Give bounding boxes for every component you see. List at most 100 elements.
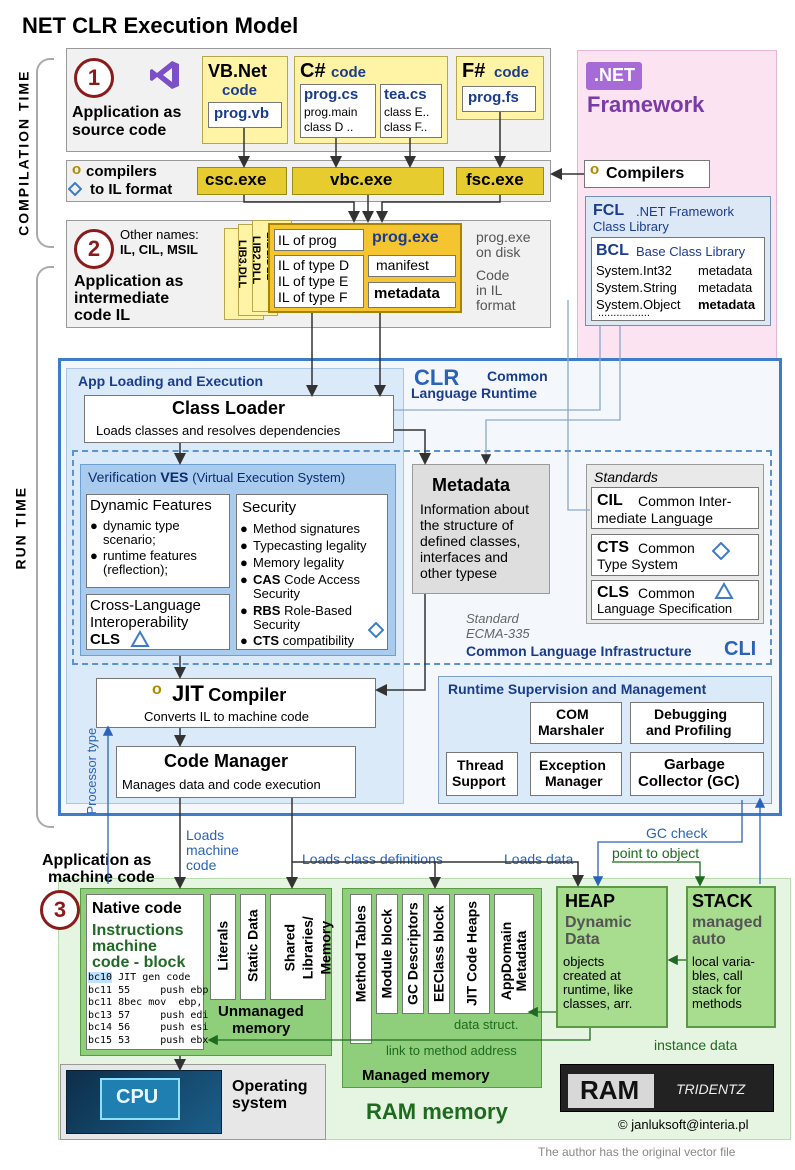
security-title: Security bbox=[242, 499, 297, 516]
sec-cts-text: compatibility bbox=[282, 633, 355, 648]
compilers-legend-1: compilers bbox=[86, 163, 157, 180]
disk-note-1: prog.exe bbox=[476, 229, 531, 245]
fcl-subtitle: .NET Framework bbox=[636, 204, 734, 219]
stack-desc-3: stack for bbox=[692, 982, 742, 997]
dynamic-bullet-2: ● bbox=[90, 548, 98, 563]
asm-code: 55 push ebp bbox=[118, 984, 209, 996]
heap-sub1: Dynamic bbox=[565, 914, 632, 931]
exception-1: Exception bbox=[539, 757, 606, 773]
prog-exe-name: prog.exe bbox=[372, 229, 439, 246]
stack-desc-2: bles, call bbox=[692, 968, 743, 983]
asm-row: bc10 JIT gen code bbox=[88, 972, 208, 985]
sec-item-3: Memory legality bbox=[253, 555, 345, 570]
stack-sub1: managed bbox=[692, 914, 763, 931]
jit-title-2: Compiler bbox=[208, 685, 287, 705]
managed-col bbox=[454, 894, 490, 1014]
dynamic-item-3: runtime features bbox=[103, 548, 197, 563]
managed-col bbox=[350, 894, 372, 1044]
com-2: Marshaler bbox=[538, 722, 605, 738]
cs-file2-line1: class E.. bbox=[384, 105, 430, 119]
cross-abbr: CLS bbox=[90, 631, 120, 648]
os-label-2: system bbox=[232, 1095, 288, 1112]
cross-title-1: Cross-Language bbox=[90, 597, 201, 614]
jit-compiler-box[interactable] bbox=[96, 678, 376, 728]
thread-2: Support bbox=[452, 773, 506, 789]
ves-title: Verification VES (Virtual Execution Syst… bbox=[88, 469, 345, 485]
jit-title-1: JIT bbox=[172, 681, 204, 706]
shared-libs-col bbox=[270, 894, 326, 1000]
cts-l1: Common bbox=[638, 540, 695, 556]
managed-col-label: JIT Code Heaps bbox=[463, 900, 480, 1007]
cts-diamond-icon bbox=[711, 541, 731, 561]
source-caption-2: source code bbox=[72, 122, 167, 139]
cs-file1-box[interactable] bbox=[300, 84, 376, 138]
cts-box bbox=[591, 534, 759, 576]
clr-subtitle-1: Common bbox=[487, 368, 548, 384]
sec-rbs-text: Role-Based bbox=[284, 603, 353, 618]
dynamic-item-1: dynamic type bbox=[103, 518, 180, 533]
vbc-label: vbc.exe bbox=[330, 170, 393, 189]
bcl-row-3-type: System.Object bbox=[596, 297, 681, 312]
sec-item-1: Method signatures bbox=[253, 521, 360, 536]
fs-file-box[interactable] bbox=[462, 86, 536, 112]
managed-label: Managed memory bbox=[362, 1067, 490, 1084]
stack-box[interactable] bbox=[686, 886, 776, 1028]
il-type-e: IL of type E bbox=[278, 273, 349, 289]
cil-l1: Common Inter- bbox=[638, 493, 732, 509]
os-label-1: Operating bbox=[232, 1078, 308, 1095]
sec-cts-abbr: CTS bbox=[253, 633, 279, 648]
native-instr-3: code - block bbox=[92, 954, 186, 971]
exception-box bbox=[530, 752, 622, 796]
managed-col bbox=[376, 894, 398, 1014]
bcl-row-1-type: System.Int32 bbox=[596, 263, 672, 278]
il-caption-1: Application as bbox=[74, 273, 184, 290]
managed-col bbox=[494, 894, 534, 1014]
class-loader-title: Class Loader bbox=[172, 398, 286, 418]
sec-bullet-3: ● bbox=[240, 555, 248, 570]
cli-abbr: CLI bbox=[724, 638, 757, 660]
bcl-dots: ................. bbox=[598, 307, 650, 319]
asm-row: bc11 55 push ebp bbox=[88, 985, 208, 998]
heap-title: HEAP bbox=[565, 891, 616, 911]
compilation-time-label: COMPILATION TIME bbox=[15, 69, 32, 236]
com-1: COM bbox=[556, 706, 589, 722]
cs-file1-line1: prog.main bbox=[304, 105, 358, 119]
fs-sub: code bbox=[494, 64, 530, 81]
metadata-desc-4: interfaces and bbox=[420, 549, 508, 565]
cs-file2-box[interactable] bbox=[380, 84, 442, 138]
sec-cas-2: Security bbox=[253, 586, 300, 601]
sec-bullet-6: ● bbox=[240, 633, 248, 648]
ram-stick-label-bg bbox=[568, 1074, 654, 1108]
class-loader-box[interactable] bbox=[84, 395, 394, 443]
jit-desc: Converts IL to machine code bbox=[144, 709, 309, 724]
sec-cas-text: Code Access bbox=[284, 572, 360, 587]
asm-address: bc14 bbox=[88, 1022, 113, 1033]
asm-code: 53 push ebx bbox=[118, 1034, 209, 1046]
heap-sub2: Data bbox=[565, 931, 600, 948]
vb-file-box[interactable] bbox=[208, 102, 282, 128]
ecma-1: Standard bbox=[466, 611, 519, 626]
right-compilers-circle: o bbox=[590, 161, 600, 178]
standards-title: Standards bbox=[594, 469, 658, 485]
heap-desc-4: classes, arr. bbox=[563, 996, 633, 1011]
heap-desc-2: created at bbox=[563, 968, 621, 983]
asm-code: 57 push edi bbox=[118, 1009, 209, 1021]
debugging-box bbox=[630, 702, 764, 744]
ecma-2: ECMA-335 bbox=[466, 626, 530, 641]
fs-title: F# bbox=[462, 60, 486, 82]
gc-box bbox=[630, 752, 764, 796]
vbc-box[interactable] bbox=[292, 167, 444, 195]
code-manager-box[interactable] bbox=[116, 746, 356, 798]
unmanaged-label-2: memory bbox=[232, 1020, 291, 1037]
code-manager-desc: Manages data and code execution bbox=[122, 777, 321, 792]
debug-1: Debugging bbox=[654, 706, 728, 722]
loads-data: Loads data bbox=[504, 851, 574, 867]
heap-box[interactable] bbox=[556, 886, 668, 1028]
cs-title: C# bbox=[300, 60, 326, 82]
bcl-subtitle: Base Class Library bbox=[636, 244, 746, 259]
machine-caption-1: Application as bbox=[42, 852, 152, 869]
cs-file2-line2: class F.. bbox=[384, 120, 428, 134]
cpu-label: CPU bbox=[116, 1086, 159, 1108]
heap-desc-1: objects bbox=[563, 954, 605, 969]
